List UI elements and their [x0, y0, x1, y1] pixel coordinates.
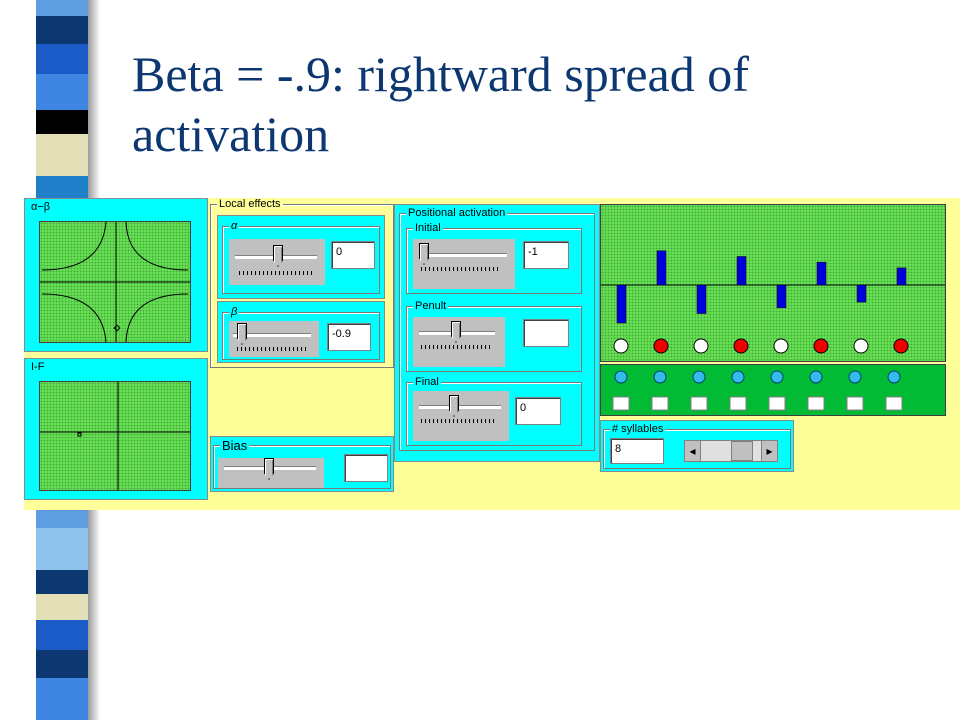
- alpha-slider-thumb[interactable]: [273, 245, 283, 267]
- syllable-node: [731, 370, 745, 384]
- activation-bar: [856, 284, 867, 303]
- output-dot: [733, 338, 749, 354]
- beta-group: β -0.9: [222, 306, 380, 360]
- slide-stripe-decoration: [0, 0, 112, 720]
- alpha-label: α: [229, 220, 240, 232]
- activation-bar: [616, 284, 627, 324]
- activation-bar: [736, 256, 747, 286]
- positional-activation-group: Positional activation Initial -1 Penult: [399, 207, 595, 451]
- syllable-row-svg: [612, 370, 903, 411]
- alpha-value-field[interactable]: 0: [331, 241, 375, 269]
- alpha-beta-label: α−β: [29, 201, 53, 213]
- activation-bar: [696, 284, 707, 314]
- slide-title: Beta = -.9: rightward spread of activati…: [132, 44, 932, 164]
- beta-label: β: [229, 306, 240, 318]
- syllables-group: # syllables 8 ◂ ▸: [603, 423, 791, 469]
- alpha-slider[interactable]: [229, 239, 325, 285]
- bias-label: Bias: [220, 438, 250, 453]
- output-dot: [893, 338, 909, 354]
- positional-activation-label: Positional activation: [406, 207, 508, 219]
- penult-slider[interactable]: [413, 317, 505, 367]
- syllable-node: [692, 370, 706, 384]
- syllable-box: [651, 396, 669, 411]
- syllable-box: [768, 396, 786, 411]
- syllable-node: [653, 370, 667, 384]
- initial-value-field[interactable]: -1: [523, 241, 569, 269]
- activation-bar: [896, 267, 907, 286]
- alpha-beta-plot: [39, 221, 191, 343]
- initial-slider-thumb[interactable]: [419, 243, 429, 265]
- syllable-node: [848, 370, 862, 384]
- activation-bar: [656, 250, 667, 286]
- activation-svg: [601, 250, 945, 354]
- syllable-box: [807, 396, 825, 411]
- penult-label: Penult: [413, 300, 449, 312]
- syllable-node: [887, 370, 901, 384]
- bias-slider[interactable]: [218, 458, 324, 488]
- syllable-box: [612, 396, 630, 411]
- bias-group: Bias: [213, 439, 391, 489]
- bias-slider-thumb[interactable]: [264, 458, 274, 480]
- beta-slider-thumb[interactable]: [237, 323, 247, 345]
- activation-bar: [816, 261, 827, 286]
- syllable-box: [885, 396, 903, 411]
- bias-value-field[interactable]: [344, 454, 388, 482]
- output-dot: [853, 338, 869, 354]
- scroll-right-button[interactable]: ▸: [761, 441, 777, 461]
- application-panel: α−β I-F Local effects: [24, 198, 960, 510]
- syllable-node: [770, 370, 784, 384]
- syllables-scrollbar[interactable]: ◂ ▸: [684, 440, 778, 462]
- if-axes-svg: [40, 382, 190, 490]
- penult-slider-thumb[interactable]: [451, 321, 461, 343]
- syllable-node: [809, 370, 823, 384]
- if-plot: [39, 381, 191, 491]
- if-frame: I-F: [24, 358, 208, 500]
- alpha-beta-curve-svg: [40, 222, 190, 342]
- syllables-value-field[interactable]: 8: [610, 438, 664, 464]
- final-slider[interactable]: [413, 391, 509, 441]
- slide-title-line-1: Beta = -.9: rightward spread of: [132, 46, 749, 102]
- output-dot: [813, 338, 829, 354]
- syllables-label: # syllables: [610, 423, 666, 435]
- alpha-frame: α 0: [217, 215, 385, 299]
- beta-frame: β -0.9: [217, 301, 385, 363]
- syllables-frame: # syllables 8 ◂ ▸: [600, 420, 794, 472]
- output-dot: [773, 338, 789, 354]
- alpha-beta-frame: α−β: [24, 198, 208, 352]
- initial-group: Initial -1: [406, 222, 582, 294]
- bias-frame: Bias: [210, 436, 394, 492]
- local-effects-group: Local effects α 0 β -0.9: [210, 198, 394, 368]
- final-label: Final: [413, 376, 441, 388]
- activation-plot: [600, 204, 946, 362]
- positional-activation-frame: Positional activation Initial -1 Penult: [394, 204, 600, 462]
- penult-group: Penult: [406, 300, 582, 372]
- beta-value-field[interactable]: -0.9: [327, 323, 371, 351]
- output-dot: [693, 338, 709, 354]
- syllable-box: [690, 396, 708, 411]
- initial-label: Initial: [413, 222, 443, 234]
- scroll-left-button[interactable]: ◂: [685, 441, 701, 461]
- beta-slider[interactable]: [229, 321, 319, 357]
- alpha-group: α 0: [222, 220, 380, 294]
- syllable-box: [729, 396, 747, 411]
- initial-slider[interactable]: [413, 239, 515, 289]
- final-group: Final 0: [406, 376, 582, 446]
- if-label: I-F: [29, 361, 47, 373]
- final-slider-thumb[interactable]: [449, 395, 459, 417]
- slide-title-line-2: activation: [132, 106, 330, 162]
- syllable-node: [614, 370, 628, 384]
- penult-value-field[interactable]: [523, 319, 569, 347]
- scroll-thumb[interactable]: [731, 441, 753, 461]
- activation-bar: [776, 284, 787, 309]
- syllable-row: [600, 364, 946, 416]
- syllable-box: [846, 396, 864, 411]
- local-effects-label: Local effects: [217, 198, 283, 210]
- output-dot: [613, 338, 629, 354]
- final-value-field[interactable]: 0: [515, 397, 561, 425]
- output-dot: [653, 338, 669, 354]
